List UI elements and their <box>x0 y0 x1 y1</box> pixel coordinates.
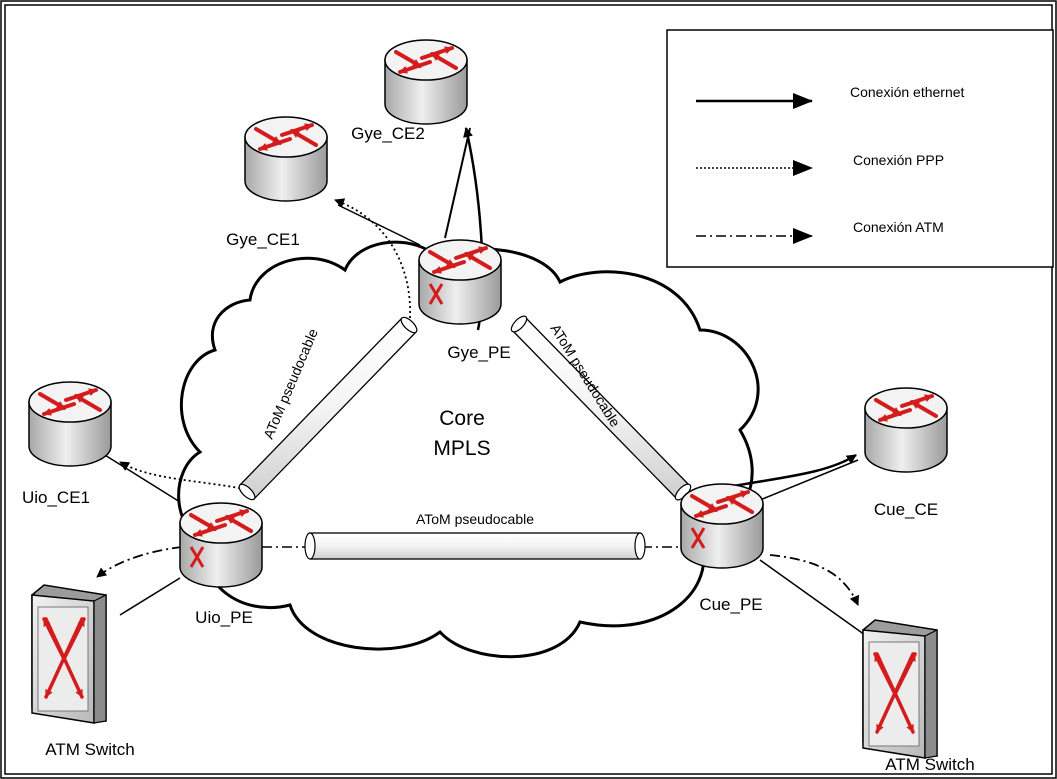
ethernet-cuepe-cuece-b <box>759 459 859 501</box>
atm-uiope-switch <box>96 546 183 578</box>
ppp-gyepe-gyece1 <box>334 198 411 319</box>
router-icon <box>245 117 327 201</box>
ppp-uiope-uioce1 <box>119 461 251 491</box>
atm-switch-right-label: ATM Switch <box>885 755 974 774</box>
legend-box <box>666 29 1054 268</box>
ethernet-cuepe-switch <box>759 559 866 636</box>
ethernet-gyepe-gyece2-a <box>444 127 471 239</box>
mpls-label: MPLS <box>433 437 490 460</box>
router-icon <box>865 388 947 472</box>
legend: Conexión ethernet Conexión PPP Conexión … <box>666 29 1054 268</box>
ethernet-uiope-uioce1 <box>99 451 181 503</box>
atm-switch-left-label: ATM Switch <box>45 740 134 759</box>
atm-switch-icon <box>863 620 937 758</box>
uio-ce1-label: Uio_CE1 <box>22 488 90 507</box>
router-icon <box>385 40 467 124</box>
router-icon <box>180 503 262 587</box>
legend-ethernet-label: Conexión ethernet <box>850 84 965 100</box>
atm-switch-icon <box>32 585 106 723</box>
pseudowire-uio-cue <box>304 532 646 560</box>
gye-ce1-label: Gye_CE1 <box>226 230 300 249</box>
router-icon <box>419 240 501 324</box>
cue-ce-label: Cue_CE <box>874 500 938 519</box>
uio-pe-label: Uio_PE <box>195 608 253 627</box>
legend-ppp-label: Conexión PPP <box>853 152 944 168</box>
pseudowire-label-bottom: AToM pseudocable <box>416 511 534 527</box>
atm-cuepe-switch <box>769 554 860 606</box>
router-icon <box>29 382 111 466</box>
gye-pe-label: Gye_PE <box>447 343 510 362</box>
core-label: Core <box>439 407 485 430</box>
inner-frame <box>4 4 1053 775</box>
pseudowire-gye-cue <box>510 315 692 501</box>
pseudowire-uio-gye <box>238 316 418 501</box>
gye-ce2-label: Gye_CE2 <box>351 124 425 143</box>
ethernet-uiope-switch <box>119 577 181 616</box>
cue-pe-label: Cue_PE <box>699 595 762 614</box>
ethernet-gyepe-gyece1 <box>337 204 421 246</box>
legend-atm-label: Conexión ATM <box>853 219 944 235</box>
router-icon <box>681 484 763 568</box>
